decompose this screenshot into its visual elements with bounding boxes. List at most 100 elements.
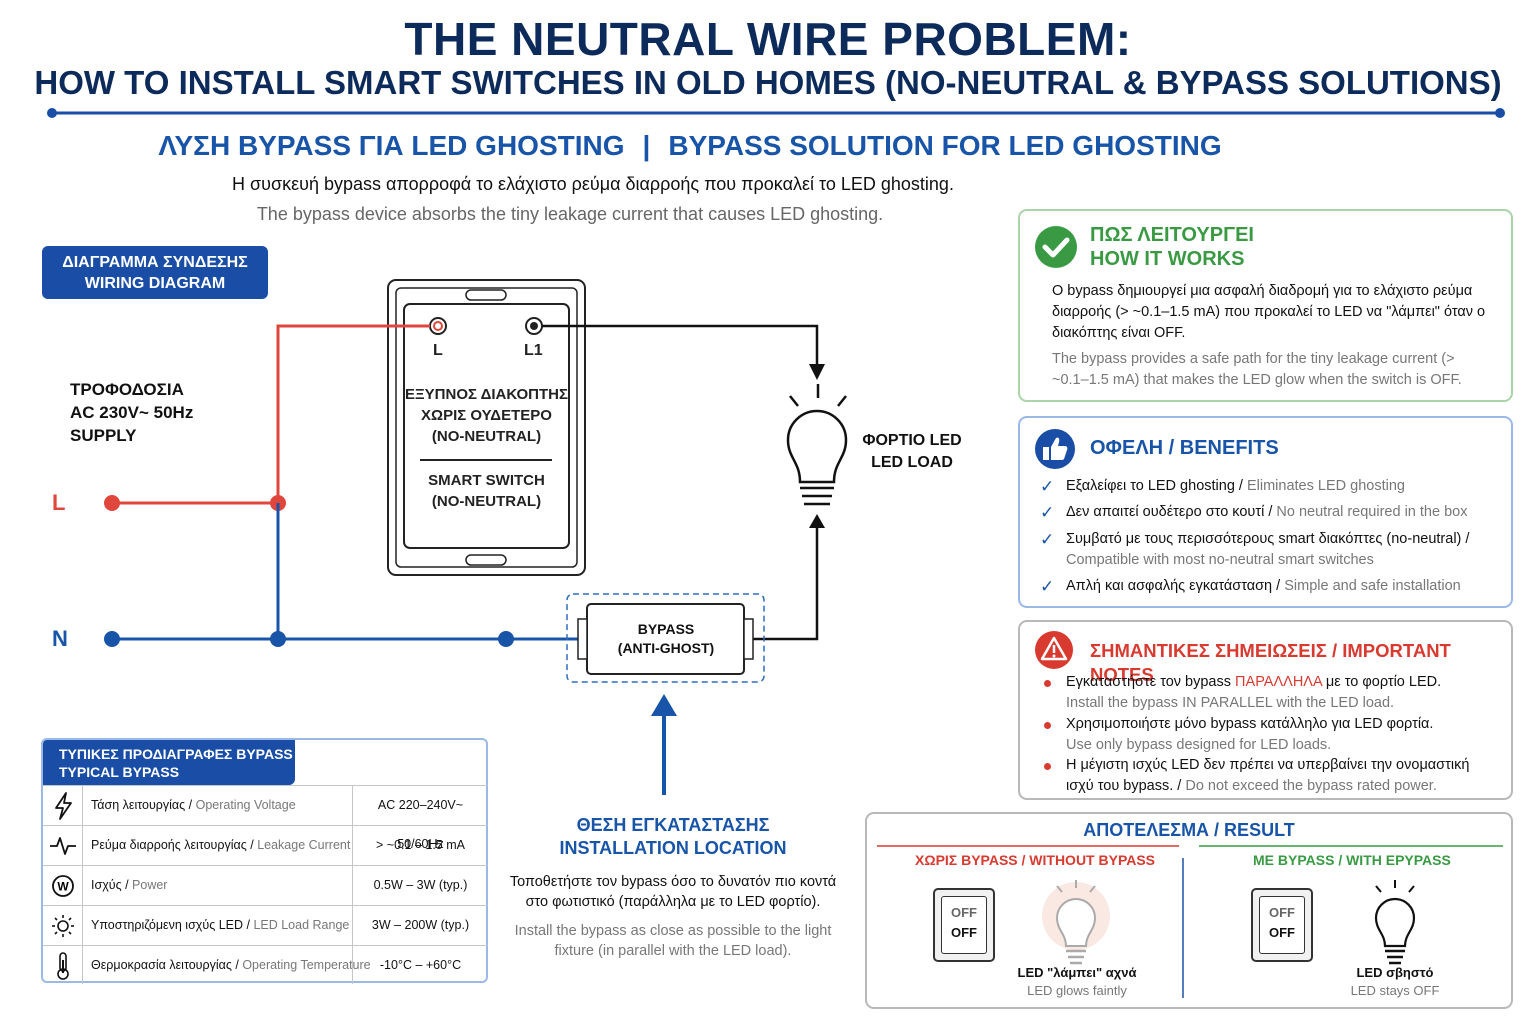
- switch-label-el-2: ΧΩΡΙΣ ΟΥΔΕΤΕΡΟ: [421, 407, 552, 424]
- led-load-label-en: LED LOAD: [871, 454, 953, 471]
- note-highlight: ΠΑΡΑΛΛΗΛΑ: [1235, 674, 1322, 690]
- section-description-el: Η συσκευή bypass απορροφά το ελάχιστο ρε…: [232, 174, 954, 194]
- benefits-panel: ΟΦΕΛΗ / BENEFITS ✓ Εξαλείφει το LED ghos…: [1018, 416, 1513, 608]
- note-text-en: Install the bypass IN PARALLEL with the …: [1066, 695, 1395, 711]
- switch-off-text-top: OFF: [951, 905, 977, 920]
- table-row: W Ισχύς / Power 0.5W – 3W (typ.): [43, 865, 488, 905]
- check-icon: ✓: [1040, 530, 1055, 549]
- benefit-item: ✓ Συμβατό με τους περισσότερους smart δι…: [1040, 530, 1470, 568]
- table-row: Υποστηριζόμενη ισχύς LED / LED Load Rang…: [43, 905, 488, 945]
- spec-value: 3W – 200W (typ.): [352, 906, 488, 945]
- spec-value: > ~0.1 – 1.5 mA: [352, 826, 488, 865]
- neutral-label: N: [52, 626, 68, 651]
- switch-off-icon: OFF OFF: [1251, 888, 1313, 962]
- supply-label-en: SUPPLY: [70, 426, 137, 445]
- bypass-device: [566, 593, 765, 683]
- smart-switch: [387, 279, 586, 576]
- bypass-label: BYPASS (ANTI-GHOST): [586, 620, 746, 658]
- switch-label-en-1: SMART SWITCH: [428, 472, 545, 489]
- without-bypass-caption-el: LED "λάμπει" αχνά: [1017, 965, 1137, 980]
- specs-title-el: ΤΥΠΙΚΕΣ ΠΡΟΔΙΑΓΡΑΦΕΣ BYPASS: [59, 746, 293, 762]
- important-notes-panel: ΣΗΜΑΝΤΙΚΕΣ ΣΗΜΕΙΩΣΕΙΣ / IMPORTANT NOTES …: [1018, 620, 1513, 800]
- spec-label-en: Power: [132, 878, 168, 892]
- note-item: Χρησιμοποιήστε μόνο bypass κατάλληλο για…: [1040, 714, 1470, 756]
- supply-label-el: ΤΡΟΦΟΔΟΣΙΑ: [70, 380, 184, 399]
- thumbs-up-icon: [1035, 429, 1075, 469]
- spec-label-el: Τάση λειτουργίας: [91, 798, 186, 812]
- led-load-label-el: ΦΟΡΤΙΟ LED: [862, 432, 962, 449]
- terminal-l-label: L: [433, 342, 443, 359]
- how-it-works-panel: ΠΩΣ ΛΕΙΤΟΥΡΓΕΙ HOW IT WORKS Ο bypass δημ…: [1018, 209, 1513, 402]
- section-title-en: BYPASS SOLUTION FOR LED GHOSTING: [668, 130, 1222, 161]
- bulb-glowing-icon: [1042, 880, 1110, 965]
- spec-label-el: Υποστηριζόμενη ισχύς LED: [91, 918, 244, 932]
- wiring-diagram-badge-el: ΔΙΑΓΡΑΜΜΑ ΣΥΝΔΕΣΗΣ: [62, 254, 248, 271]
- switch-off-text-top: OFF: [1269, 905, 1295, 920]
- wiring-diagram-badge-en: WIRING DIAGRAM: [84, 275, 226, 292]
- switch-label-el-3: (NO-NEUTRAL): [431, 428, 542, 445]
- supply-voltage: AC 230V~ 50Hz: [70, 403, 194, 422]
- bullet-icon: [1044, 722, 1051, 729]
- wiring-diagram: [104, 279, 848, 795]
- check-icon: ✓: [1040, 477, 1055, 496]
- bulb-off-icon: [1374, 880, 1416, 965]
- benefit-text-el: Απλή και ασφαλής εγκατάσταση: [1066, 578, 1273, 594]
- supply-label: ΤΡΟΦΟΔΟΣΙΑ AC 230V~ 50Hz SUPPLY: [70, 378, 193, 447]
- note-text-el-end: με το φορτίο LED.: [1325, 674, 1442, 690]
- switch-label-el: ΕΞΥΠΝΟΣ ΔΙΑΚΟΠΤΗΣ ΧΩΡΙΣ ΟΥΔΕΤΕΡΟ (NO-NEU…: [404, 384, 569, 447]
- spec-label-en: Leakage Current: [257, 838, 351, 852]
- with-bypass-caption-en: LED stays OFF: [1350, 983, 1440, 998]
- table-row: Θερμοκρασία λειτουργίας / Operating Temp…: [43, 945, 488, 984]
- with-bypass-title: ΜΕ BYPASS / WITH EPYPASS: [1253, 852, 1451, 868]
- check-circle-icon: [1035, 226, 1077, 268]
- install-location-title-en: INSTALLATION LOCATION: [559, 838, 787, 858]
- install-location-text-el: Τοποθετήστε τον bypass όσο το δυνατόν πι…: [509, 874, 837, 910]
- with-bypass-caption-el: LED σβηστό: [1356, 965, 1434, 980]
- note-item: Η μέγιστη ισχύς LED δεν πρέπει να υπερβα…: [1040, 755, 1470, 797]
- benefit-item: ✓ Δεν απαιτεί ουδέτερο στο κουτί / No ne…: [1040, 503, 1468, 522]
- led-bulb-icon: [786, 384, 848, 506]
- how-it-works-title-el: ΠΩΣ ΛΕΙΤΟΥΡΓΕΙ: [1090, 224, 1254, 246]
- thermometer-icon: [43, 946, 83, 984]
- without-bypass-title: ΧΩΡΙΣ BYPASS / WITHOUT BYPASS: [915, 852, 1156, 868]
- header-divider: [47, 108, 1505, 118]
- spec-value: -10°C – +60°C: [352, 946, 488, 984]
- svg-text:W: W: [57, 880, 69, 894]
- result-panel: ΑΠΟΤΕΛΕΣΜΑ / RESULT ΧΩΡΙΣ BYPASS / WITHO…: [865, 812, 1513, 1009]
- bullet-icon: [1044, 763, 1051, 770]
- switched-wire: [542, 324, 825, 641]
- bullet-icon: [1044, 680, 1051, 687]
- note-text-el: Χρησιμοποιήστε μόνο bypass κατάλληλο για…: [1066, 716, 1434, 732]
- switch-off-icon: OFF OFF: [933, 888, 995, 962]
- section-separator: |: [642, 130, 651, 161]
- check-icon: ✓: [1040, 577, 1055, 596]
- benefit-text-el: Δεν απαιτεί ουδέτερο στο κουτί: [1066, 504, 1265, 520]
- note-item: Εγκαταστήστε τον bypass ΠΑΡΑΛΛΗΛΑ με το …: [1040, 672, 1470, 714]
- result-title: ΑΠΟΤΕΛΕΣΜΑ / RESULT: [1083, 820, 1295, 840]
- specs-table: ΤΥΠΙΚΕΣ ΠΡΟΔΙΑΓΡΑΦΕΣ BYPASS TYPICAL BYPA…: [41, 738, 488, 984]
- benefits-title: ΟΦΕΛΗ / BENEFITS: [1090, 437, 1279, 459]
- note-text-en: Use only bypass designed for LED loads.: [1066, 737, 1332, 753]
- benefit-text-el: Συμβατό με τους περισσότερους smart διακ…: [1066, 531, 1462, 547]
- switch-off-text: OFF: [951, 925, 977, 940]
- section-title-el: ΛΥΣΗ BYPASS ΓΙΑ LED GHOSTING: [158, 130, 625, 161]
- note-text-el: Η μέγιστη ισχύς LED δεν πρέπει να υπερβα…: [1066, 757, 1470, 794]
- switch-label-el-1: ΕΞΥΠΝΟΣ ΔΙΑΚΟΠΤΗΣ: [404, 386, 569, 403]
- benefit-text-en: Eliminates LED ghosting: [1246, 478, 1405, 494]
- result-graphics: [877, 845, 1503, 998]
- how-it-works-text-el: Ο bypass δημιουργεί μια ασφαλή διαδρομή …: [1052, 283, 1486, 341]
- spec-label-en: Operating Temperature: [242, 958, 371, 972]
- note-text-el: Εγκαταστήστε τον bypass: [1066, 674, 1232, 690]
- bypass-label-1: BYPASS: [637, 621, 695, 637]
- warning-icon: [1035, 631, 1073, 669]
- install-location-text-en: Install the bypass as close as possible …: [514, 923, 832, 959]
- live-label: L: [52, 490, 66, 515]
- important-notes-title: ΣΗΜΑΝΤΙΚΕΣ ΣΗΜΕΙΩΣΕΙΣ / IMPORTANT NOTES: [1090, 640, 1451, 685]
- benefit-text-en: No neutral required in the box: [1276, 504, 1468, 520]
- bypass-label-2: (ANTI-GHOST): [617, 640, 715, 656]
- specs-title: ΤΥΠΙΚΕΣ ΠΡΟΔΙΑΓΡΑΦΕΣ BYPASS TYPICAL BYPA…: [43, 740, 295, 798]
- live-wire: [104, 324, 430, 511]
- spec-label-el: Ισχύς: [91, 878, 122, 892]
- table-row: Ρεύμα διαρροής λειτουργίας / Leakage Cur…: [43, 825, 488, 865]
- led-load-label: ΦΟΡΤΙΟ LED LED LOAD: [862, 430, 962, 474]
